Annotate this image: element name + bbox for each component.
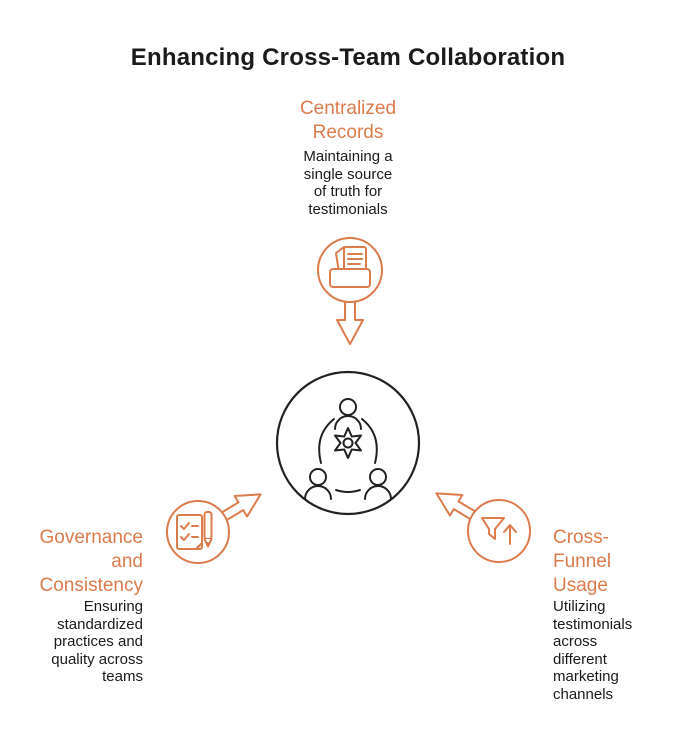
left-node-heading: Governance and Consistency (39, 527, 143, 596)
top-node-description: Maintaining a single source of truth for… (303, 148, 393, 218)
archived-documents-icon (300, 225, 400, 355)
funnel-up-icon (428, 478, 538, 568)
gear-glyph (334, 427, 362, 459)
checklist-pen-icon (155, 478, 270, 574)
top-node-heading: Centralized Records (299, 98, 397, 143)
right-node-description: Utilizing testimonials across different … (553, 598, 633, 703)
team-around-gear-icon (270, 365, 430, 525)
left-node-description: Ensuring standardized practices and qual… (51, 598, 143, 685)
page-title: Enhancing Cross-Team Collaboration (130, 44, 566, 71)
right-node-heading: Cross- Funnel Usage (553, 527, 612, 596)
